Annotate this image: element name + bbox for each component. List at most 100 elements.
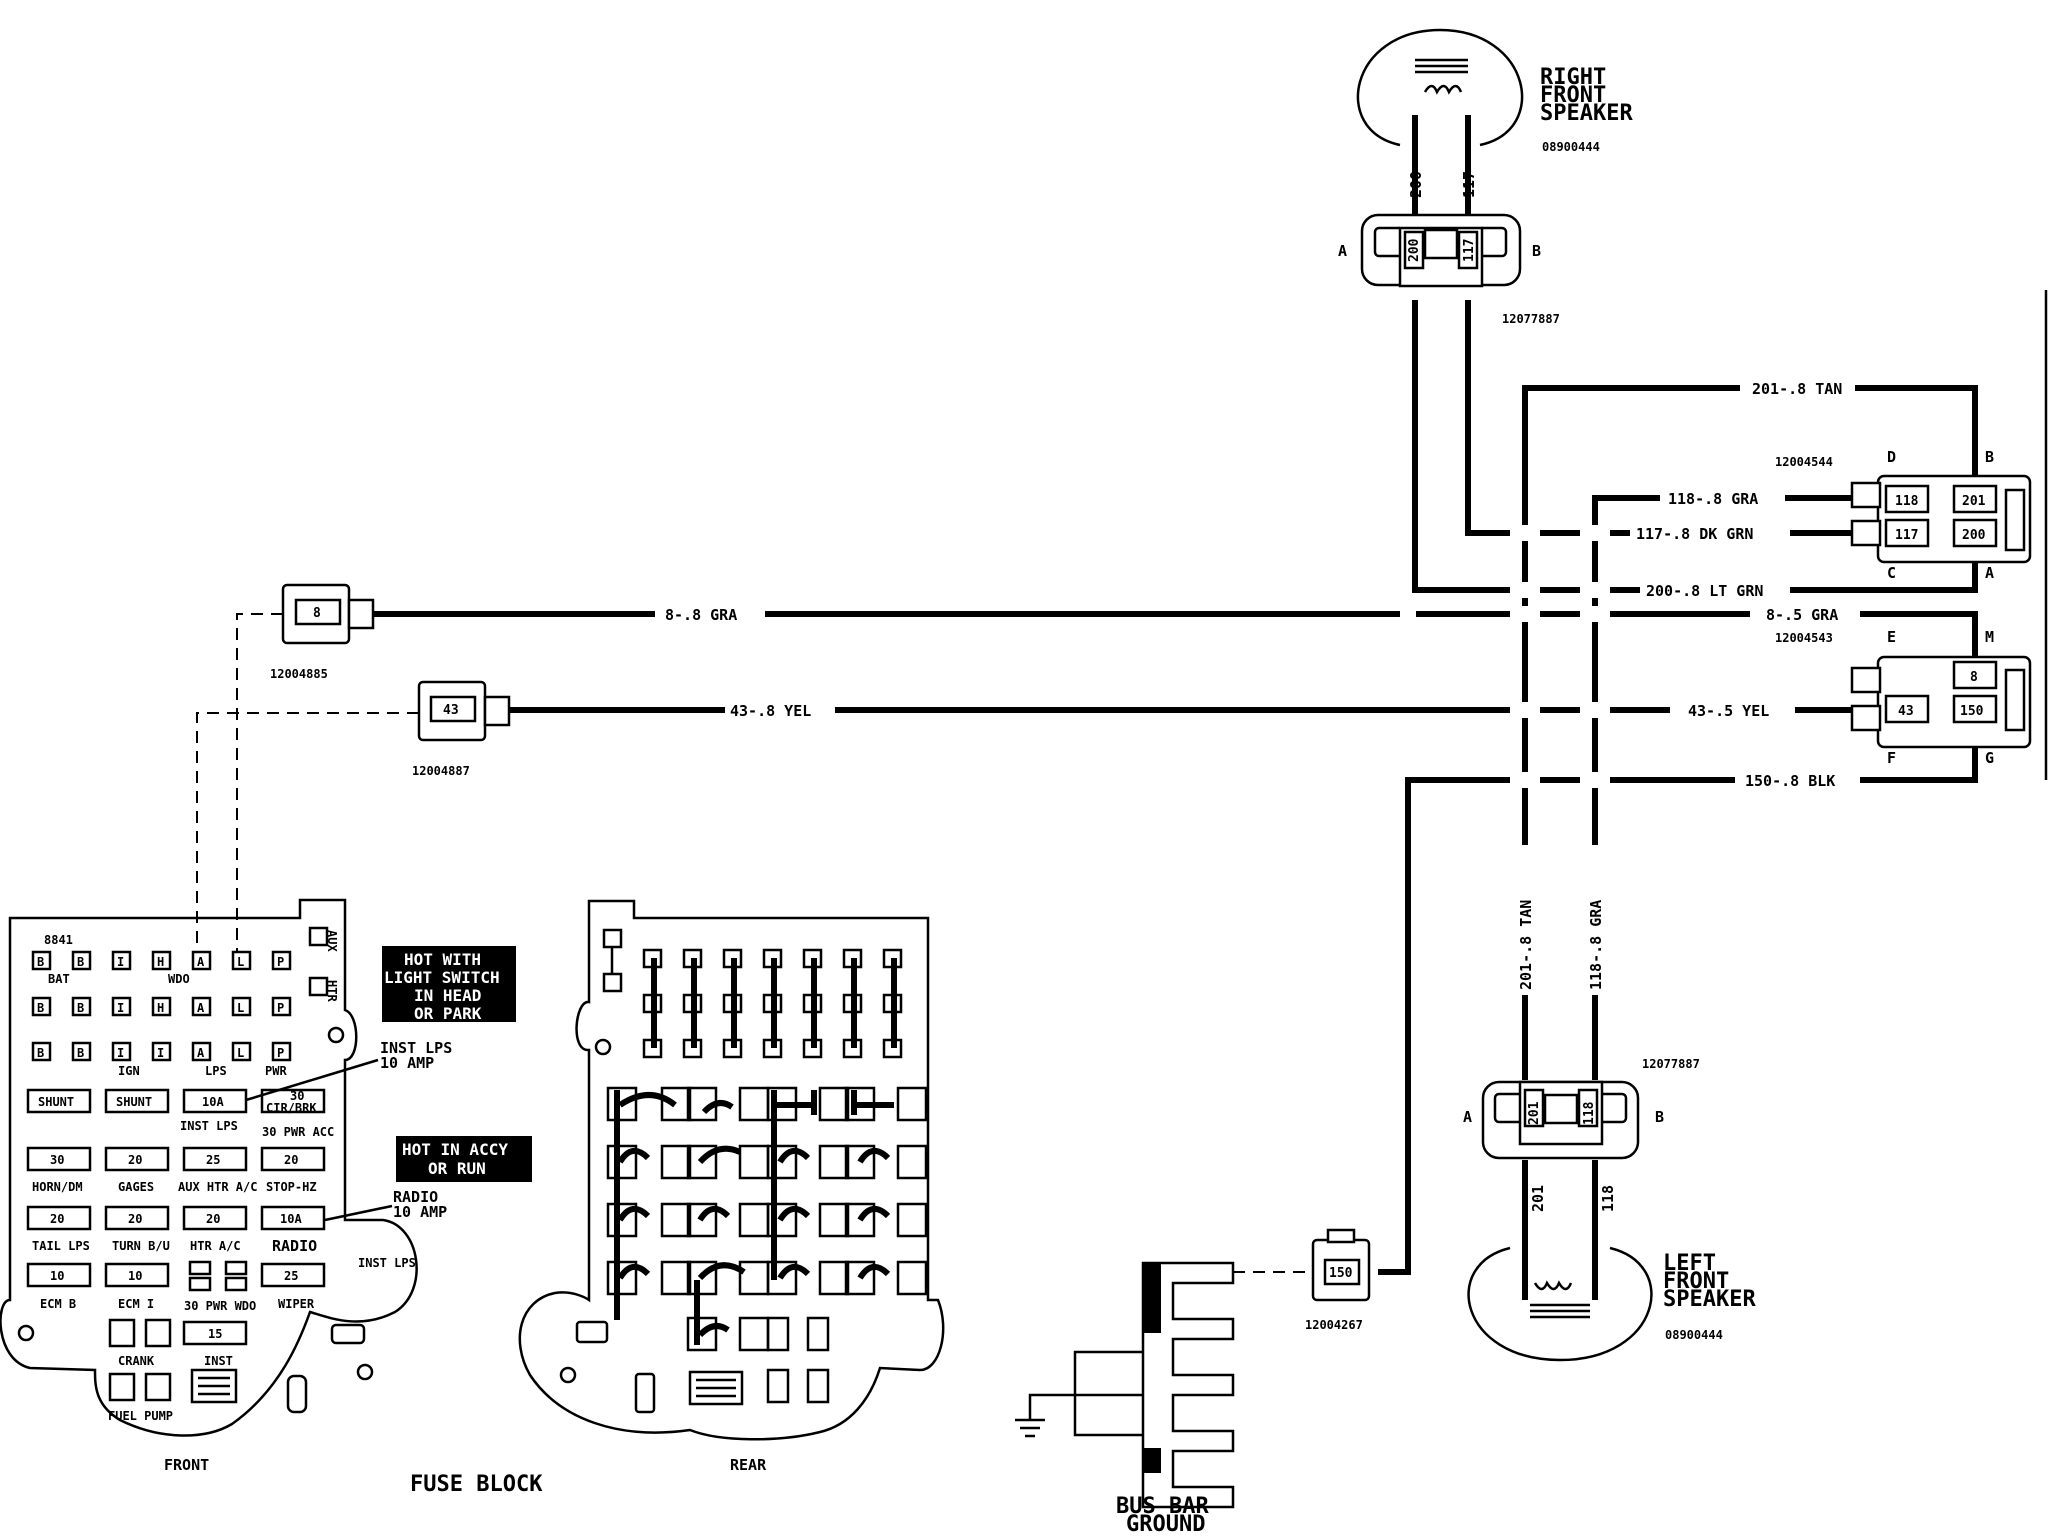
svg-text:201: 201	[1527, 1101, 1542, 1125]
svg-text:AUX: AUX	[325, 930, 339, 952]
svg-text:HTR: HTR	[325, 980, 339, 1002]
terminal-row-3: B B I I A L P	[31, 1041, 292, 1062]
wire-150-blk	[1378, 745, 1978, 1275]
svg-text:150: 150	[1960, 704, 1984, 719]
fuse-block-title: FUSE BLOCK	[410, 1472, 543, 1497]
svg-text:B: B	[37, 955, 44, 969]
svg-text:25: 25	[206, 1153, 220, 1167]
label-118-gra: 118-.8 GRA	[1668, 490, 1758, 508]
fuse-block-front: 8841 BAT WDO AUX HTR IGN LPS PWR B B I H…	[0, 898, 418, 1474]
label-150-blk: 150-.8 BLK	[1745, 772, 1835, 790]
rear-bus-bars	[614, 958, 897, 1345]
svg-text:117: 117	[1462, 239, 1477, 262]
svg-text:OR PARK: OR PARK	[414, 1004, 482, 1023]
svg-text:H: H	[157, 955, 164, 969]
svg-text:12004267: 12004267	[1305, 1318, 1363, 1332]
svg-text:A: A	[197, 1001, 205, 1015]
svg-text:TURN B/U: TURN B/U	[112, 1239, 170, 1253]
svg-text:LPS: LPS	[205, 1064, 227, 1078]
svg-text:RADIO: RADIO	[272, 1237, 317, 1255]
right-speaker-label-2: FRONT	[1540, 83, 1606, 108]
wire-num-200: 200	[1407, 171, 1425, 198]
svg-text:C: C	[1887, 564, 1896, 582]
svg-text:B: B	[77, 955, 84, 969]
svg-text:118: 118	[1599, 1185, 1617, 1212]
bus-bar-ground: BUS BAR GROUND	[1015, 1261, 1235, 1536]
connector-43: 43 12004887	[412, 680, 511, 778]
svg-text:FUEL PUMP: FUEL PUMP	[108, 1409, 173, 1423]
svg-text:CRANK: CRANK	[118, 1354, 155, 1368]
svg-text:10A: 10A	[202, 1095, 224, 1109]
right-speaker-label-1: RIGHT	[1540, 65, 1606, 90]
svg-text:12004544: 12004544	[1775, 455, 1833, 469]
label-200-ltgrn: 200-.8 LT GRN	[1646, 582, 1763, 600]
svg-text:B: B	[1655, 1108, 1664, 1126]
label-118-gra-vertical: 118-.8 GRA	[1587, 900, 1605, 990]
hot-light-callout	[382, 946, 516, 1022]
svg-text:INST: INST	[204, 1354, 233, 1368]
svg-text:A: A	[197, 1046, 205, 1060]
connector-part: 12077887	[1502, 312, 1560, 326]
label-8-gra-left: 8-.8 GRA	[665, 606, 737, 624]
left-front-speaker: 201 118 LEFT FRONT SPEAKER 08900444	[1467, 1185, 1756, 1362]
callouts: HOT WITH LIGHT SWITCH IN HEAD OR PARK HO…	[245, 946, 543, 1497]
svg-text:10 AMP: 10 AMP	[393, 1203, 447, 1221]
svg-text:E: E	[1887, 628, 1896, 646]
speaker-outline	[1467, 1246, 1653, 1362]
dashed-leads	[196, 613, 1313, 1273]
svg-text:BAT: BAT	[48, 972, 70, 986]
svg-text:OR RUN: OR RUN	[428, 1159, 486, 1178]
svg-text:43: 43	[443, 703, 459, 718]
svg-text:HTR A/C: HTR A/C	[190, 1239, 241, 1253]
svg-text:P: P	[277, 955, 284, 969]
svg-text:12004885: 12004885	[270, 667, 328, 681]
svg-text:INST LPS: INST LPS	[180, 1119, 238, 1133]
svg-text:IGN: IGN	[118, 1064, 140, 1078]
label-201-tan: 201-.8 TAN	[1752, 380, 1842, 398]
right-speaker-part: 08900444	[1542, 140, 1600, 154]
label-201-tan-vertical: 201-.8 TAN	[1517, 900, 1535, 990]
svg-text:118: 118	[1895, 494, 1919, 509]
svg-text:A: A	[1463, 1108, 1472, 1126]
svg-text:I: I	[117, 1001, 124, 1015]
front-label: FRONT	[164, 1456, 209, 1474]
rear-fuse-slots	[606, 1086, 928, 1406]
svg-text:RADIO: RADIO	[393, 1188, 438, 1206]
svg-text:GAGES: GAGES	[118, 1180, 154, 1194]
svg-text:12004543: 12004543	[1775, 631, 1833, 645]
svg-text:SPEAKER: SPEAKER	[1663, 1287, 1756, 1312]
label-117-dkgrn: 117-.8 DK GRN	[1636, 525, 1753, 543]
svg-text:43: 43	[1898, 704, 1914, 719]
svg-text:B: B	[77, 1046, 84, 1060]
svg-text:8841: 8841	[44, 933, 73, 947]
svg-text:FRONT: FRONT	[1663, 1269, 1729, 1294]
svg-text:PWR: PWR	[265, 1064, 287, 1078]
right-front-speaker: RIGHT FRONT SPEAKER 08900444 200 117	[1356, 28, 1633, 198]
svg-text:30 PWR ACC: 30 PWR ACC	[262, 1125, 334, 1139]
svg-text:A: A	[197, 955, 205, 969]
svg-text:AUX HTR A/C: AUX HTR A/C	[178, 1180, 257, 1194]
svg-text:8: 8	[1970, 670, 1978, 685]
svg-text:HOT WITH: HOT WITH	[404, 950, 481, 969]
svg-text:F: F	[1887, 749, 1896, 767]
svg-text:INST LPS: INST LPS	[358, 1256, 416, 1270]
radio-connector-lower: 8 43 150 E M F G 12004543	[1775, 628, 2032, 767]
svg-text:30: 30	[50, 1153, 64, 1167]
svg-text:L: L	[237, 1001, 244, 1015]
svg-text:HORN/DM: HORN/DM	[32, 1180, 83, 1194]
svg-text:L: L	[237, 1046, 244, 1060]
svg-text:30: 30	[290, 1089, 304, 1103]
svg-text:D: D	[1887, 448, 1896, 466]
svg-text:200: 200	[1407, 238, 1422, 262]
svg-text:20: 20	[50, 1212, 64, 1226]
wire-8-gra	[372, 611, 1978, 660]
svg-text:SHUNT: SHUNT	[116, 1095, 152, 1109]
connector-150: 150 12004267	[1305, 1228, 1371, 1332]
svg-text:118: 118	[1582, 1101, 1597, 1125]
wire-num-117: 117	[1460, 171, 1478, 198]
svg-text:TAIL LPS: TAIL LPS	[32, 1239, 90, 1253]
svg-text:201: 201	[1962, 494, 1986, 509]
front-outline	[0, 898, 418, 1437]
svg-text:SHUNT: SHUNT	[38, 1095, 74, 1109]
